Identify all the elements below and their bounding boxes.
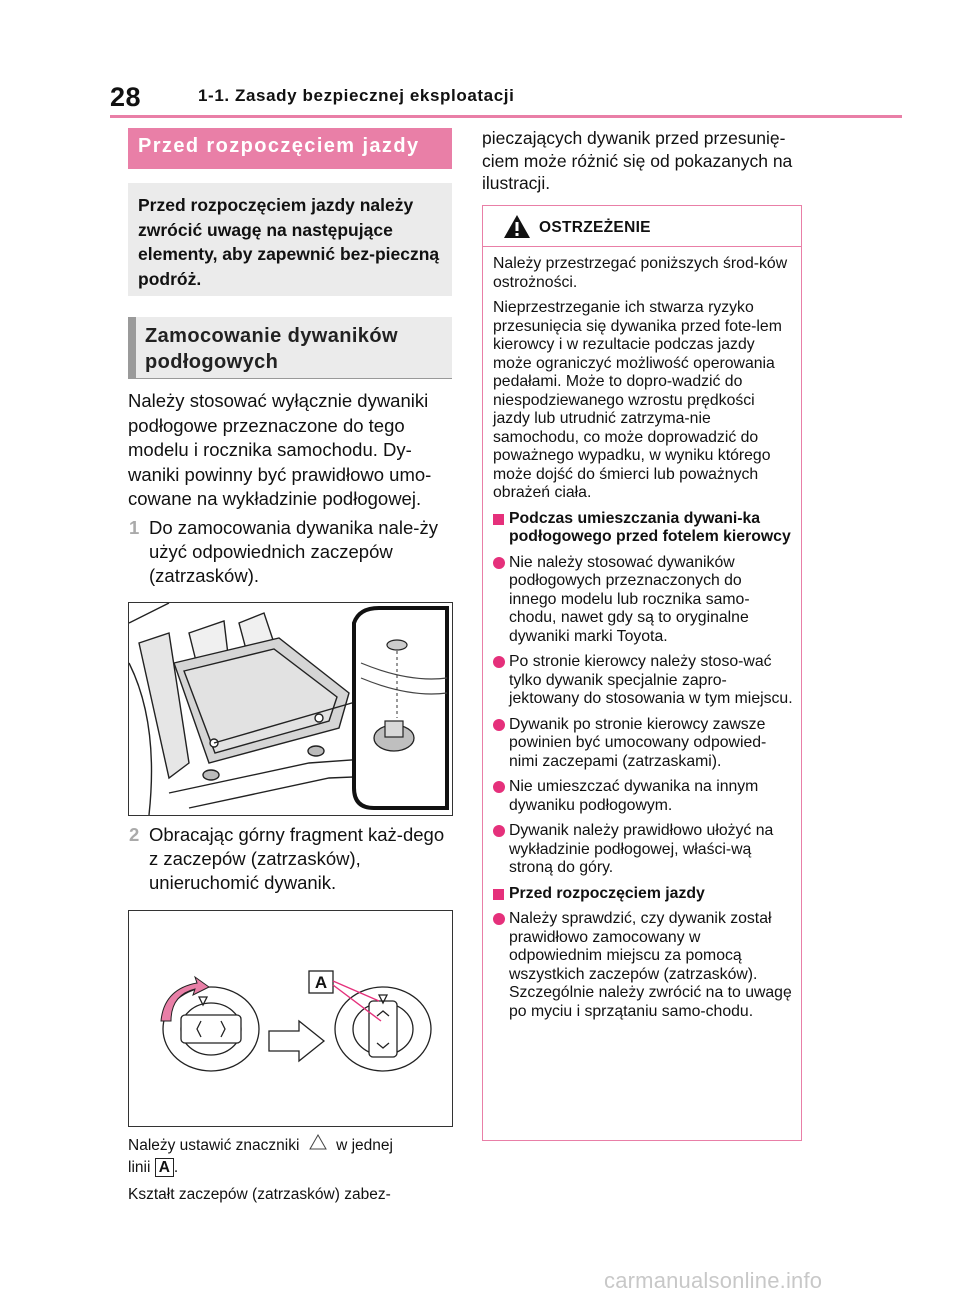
section-banner: Przed rozpoczęciem jazdy (128, 128, 452, 169)
step-2-number: 2 (129, 824, 140, 845)
subheading-bar (128, 317, 136, 378)
warning-bullet-3-text: Dywanik po stronie kierowcy zawsze powin… (509, 715, 767, 770)
caption1-label-a: A (154, 1158, 174, 1177)
warning-subheading-2-text: Przed rozpoczęciem jazdy (509, 884, 705, 902)
warning-subheading-2: Przed rozpoczęciem jazdy (493, 885, 793, 904)
circle-bullet-icon (493, 556, 505, 569)
step-2-text: Obracając górny fragment każ-dego z zacz… (149, 824, 445, 893)
step-1: 1 Do zamocowania dywanika nale-ży użyć o… (129, 516, 459, 596)
circle-bullet-icon (493, 825, 505, 837)
warning-body: Należy przestrzegać poniższych środ-ków … (493, 255, 793, 1028)
clip-shape-continued: pieczających dywanik przed przesunię-cie… (482, 128, 793, 193)
clip-rotation-illustration: A (128, 910, 453, 1127)
intro-box: Przed rozpoczęciem jazdy należy zwrócić … (128, 183, 452, 296)
circle-bullet-icon (493, 913, 505, 925)
caption1-part-a: Należy ustawić znaczniki (128, 1137, 300, 1154)
circle-bullet-icon (493, 656, 505, 668)
warning-bullet-1-text: Nie należy stosować dywaników podłogowyc… (509, 553, 750, 645)
subheading-box: Zamocowanie dywaników podłogowych (128, 317, 452, 379)
warning-bullet-6-text: Należy sprawdzić, czy dywanik został pra… (509, 910, 792, 1020)
caption1-part-c: linii (128, 1159, 151, 1176)
warning-triangle-icon (504, 215, 530, 238)
warning-bullet-6: Należy sprawdzić, czy dywanik został pra… (493, 910, 793, 1021)
step-2: 2 Obracając górny fragment każ-dego z za… (129, 823, 459, 903)
section-title: 1-1. Zasady bezpiecznej eksploatacji (198, 86, 515, 105)
caption-clip-shape: Kształt zaczepów (zatrzasków) zabez- (128, 1186, 391, 1203)
warning-subheading-1: Podczas umieszczania dywani-ka podłogowe… (493, 510, 793, 547)
fig2-label-a: A (315, 973, 327, 992)
caption1-part-b: w jednej (336, 1137, 393, 1154)
intro-text: Przed rozpoczęciem jazdy należy zwrócić … (138, 195, 440, 289)
warning-intro: Należy przestrzegać poniższych środ-ków … (493, 255, 788, 291)
clip-rotation-drawing: A (160, 970, 432, 1072)
warning-risk: Nieprzestrzeganie ich stwarza ryzyko prz… (493, 299, 782, 501)
floor-mat-paragraph: Należy stosować wyłącznie dywaniki podło… (128, 390, 432, 509)
square-bullet-icon (493, 888, 504, 900)
watermark: carmanualsonline.info (604, 1268, 823, 1293)
warning-bullet-5-text: Dywanik należy prawidłowo ułożyć na wykł… (509, 822, 774, 876)
step-1-text: Do zamocowania dywanika nale-ży użyć odp… (149, 517, 438, 586)
caption1-end: . (173, 1159, 179, 1176)
floor-mat-drawing (129, 603, 450, 815)
warning-bullet-1: Nie należy stosować dywaników podłogowyc… (493, 554, 793, 647)
warning-header: OSTRZEŻENIE (483, 206, 801, 247)
banner-title: Przed rozpoczęciem jazdy (138, 135, 420, 157)
warning-title: OSTRZEŻENIE (539, 219, 651, 236)
warning-bullet-2-text: Po stronie kierowcy należy stoso-wać tyl… (509, 653, 793, 707)
caption-align-marks: Należy ustawić znaczniki w jednej linii … (128, 1133, 454, 1180)
circle-bullet-icon (493, 718, 505, 731)
warning-bullet-4: Nie umieszczać dywanika na innym dywanik… (493, 778, 793, 815)
square-bullet-icon (493, 513, 504, 525)
circle-bullet-icon (493, 781, 505, 793)
subheading-title: Zamocowanie dywaników podłogowych (145, 325, 398, 373)
header-rule (110, 115, 902, 118)
triangle-marker-icon (304, 1133, 332, 1157)
warning-box: OSTRZEŻENIE Należy przestrzegać poniższy… (482, 205, 802, 1141)
step-1-number: 1 (129, 517, 140, 538)
warning-bullet-3: Dywanik po stronie kierowcy zawsze powin… (493, 716, 793, 772)
page-number: 28 (110, 82, 142, 112)
warning-subheading-1-text: Podczas umieszczania dywani-ka podłogowe… (509, 509, 791, 546)
warning-bullet-2: Po stronie kierowcy należy stoso-wać tyl… (493, 653, 793, 709)
warning-bullet-5: Dywanik należy prawidłowo ułożyć na wykł… (493, 822, 793, 878)
floor-mat-illustration (128, 602, 453, 816)
warning-bullet-4-text: Nie umieszczać dywanika na innym dywanik… (509, 778, 759, 814)
